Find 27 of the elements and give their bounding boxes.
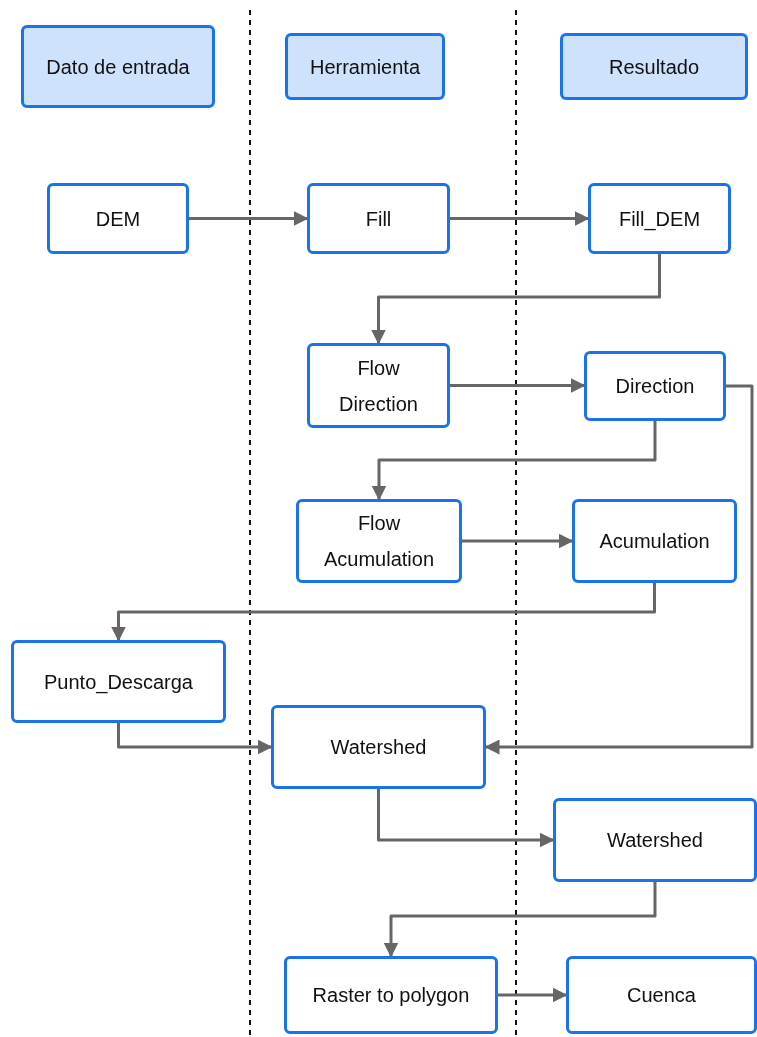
arrow	[377, 789, 555, 848]
lane-header: Resultado	[560, 33, 748, 100]
lane-header: Herramienta	[285, 33, 445, 100]
process-box: DEM	[47, 183, 189, 254]
arrow	[117, 723, 273, 755]
arrow	[383, 882, 657, 958]
arrow	[498, 987, 568, 1003]
arrow	[189, 211, 309, 226]
arrow	[462, 533, 574, 549]
process-box: Acumulation	[572, 499, 737, 583]
process-box: Cuenca	[566, 956, 757, 1034]
process-box: Flow Direction	[307, 343, 450, 428]
arrow	[450, 211, 590, 226]
process-box: Raster to polygon	[284, 956, 498, 1034]
process-box: Fill	[307, 183, 450, 254]
process-box: Flow Acumulation	[296, 499, 462, 583]
arrow	[484, 384, 754, 755]
process-box: Punto_Descarga	[11, 640, 226, 723]
process-box: Watershed	[553, 798, 757, 882]
arrow	[111, 583, 656, 642]
arrow	[371, 421, 657, 501]
arrow	[450, 378, 586, 393]
process-box: Direction	[584, 351, 726, 421]
arrow	[371, 254, 661, 345]
process-box: Watershed	[271, 705, 486, 789]
process-box: Fill_DEM	[588, 183, 731, 254]
lane-header: Dato de entrada	[21, 25, 215, 108]
